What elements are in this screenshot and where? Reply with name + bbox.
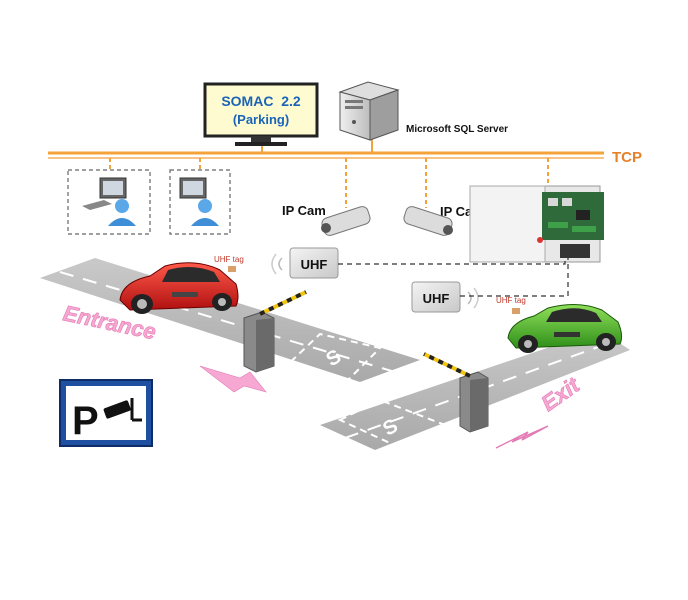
camera-lens-icon xyxy=(321,223,331,233)
monitor-subtitle: (Parking) xyxy=(233,112,289,127)
green-car xyxy=(507,304,623,353)
somac-monitor: SOMAC 2.2 (Parking) xyxy=(203,82,319,146)
entrance-barrier-gate xyxy=(243,290,307,373)
monitor-title: SOMAC 2.2 xyxy=(221,93,301,109)
uhf-reader-entrance: UHF xyxy=(271,247,339,279)
tcp-label: TCP xyxy=(612,149,642,166)
uhf-tag-icon xyxy=(512,308,520,314)
uhf-label-2: UHF xyxy=(423,291,450,306)
parking-sign-letter: P xyxy=(72,399,99,443)
entrance-arrow-icon xyxy=(199,365,267,393)
sql-server-icon xyxy=(338,81,400,141)
ip-camera-entrance: IP Cam xyxy=(282,203,371,236)
parking-camera-sign: P xyxy=(59,379,153,447)
exit-arrow-icon xyxy=(495,425,549,449)
uhf-label-1: UHF xyxy=(301,257,328,272)
exit-barrier-gate xyxy=(423,352,489,433)
ip-cam-label-1: IP Cam xyxy=(282,203,326,218)
uhf-tag-icon xyxy=(228,266,236,272)
uhf-tag-label-1: UHF tag xyxy=(214,255,244,264)
user-icon xyxy=(198,199,212,213)
access-controller-panel xyxy=(469,185,604,263)
workstation-2 xyxy=(169,169,231,235)
tcp-bus: TCP xyxy=(48,149,642,166)
uhf-tag-label-2: UHF tag xyxy=(496,296,526,305)
sql-server-label: Microsoft SQL Server xyxy=(406,124,508,135)
user-icon xyxy=(115,199,129,213)
camera-lens-icon xyxy=(443,225,453,235)
workstation-1 xyxy=(67,169,151,235)
red-car xyxy=(119,262,239,314)
uhf-reader-exit: UHF xyxy=(411,281,479,313)
cctv-camera-icon xyxy=(103,398,142,422)
